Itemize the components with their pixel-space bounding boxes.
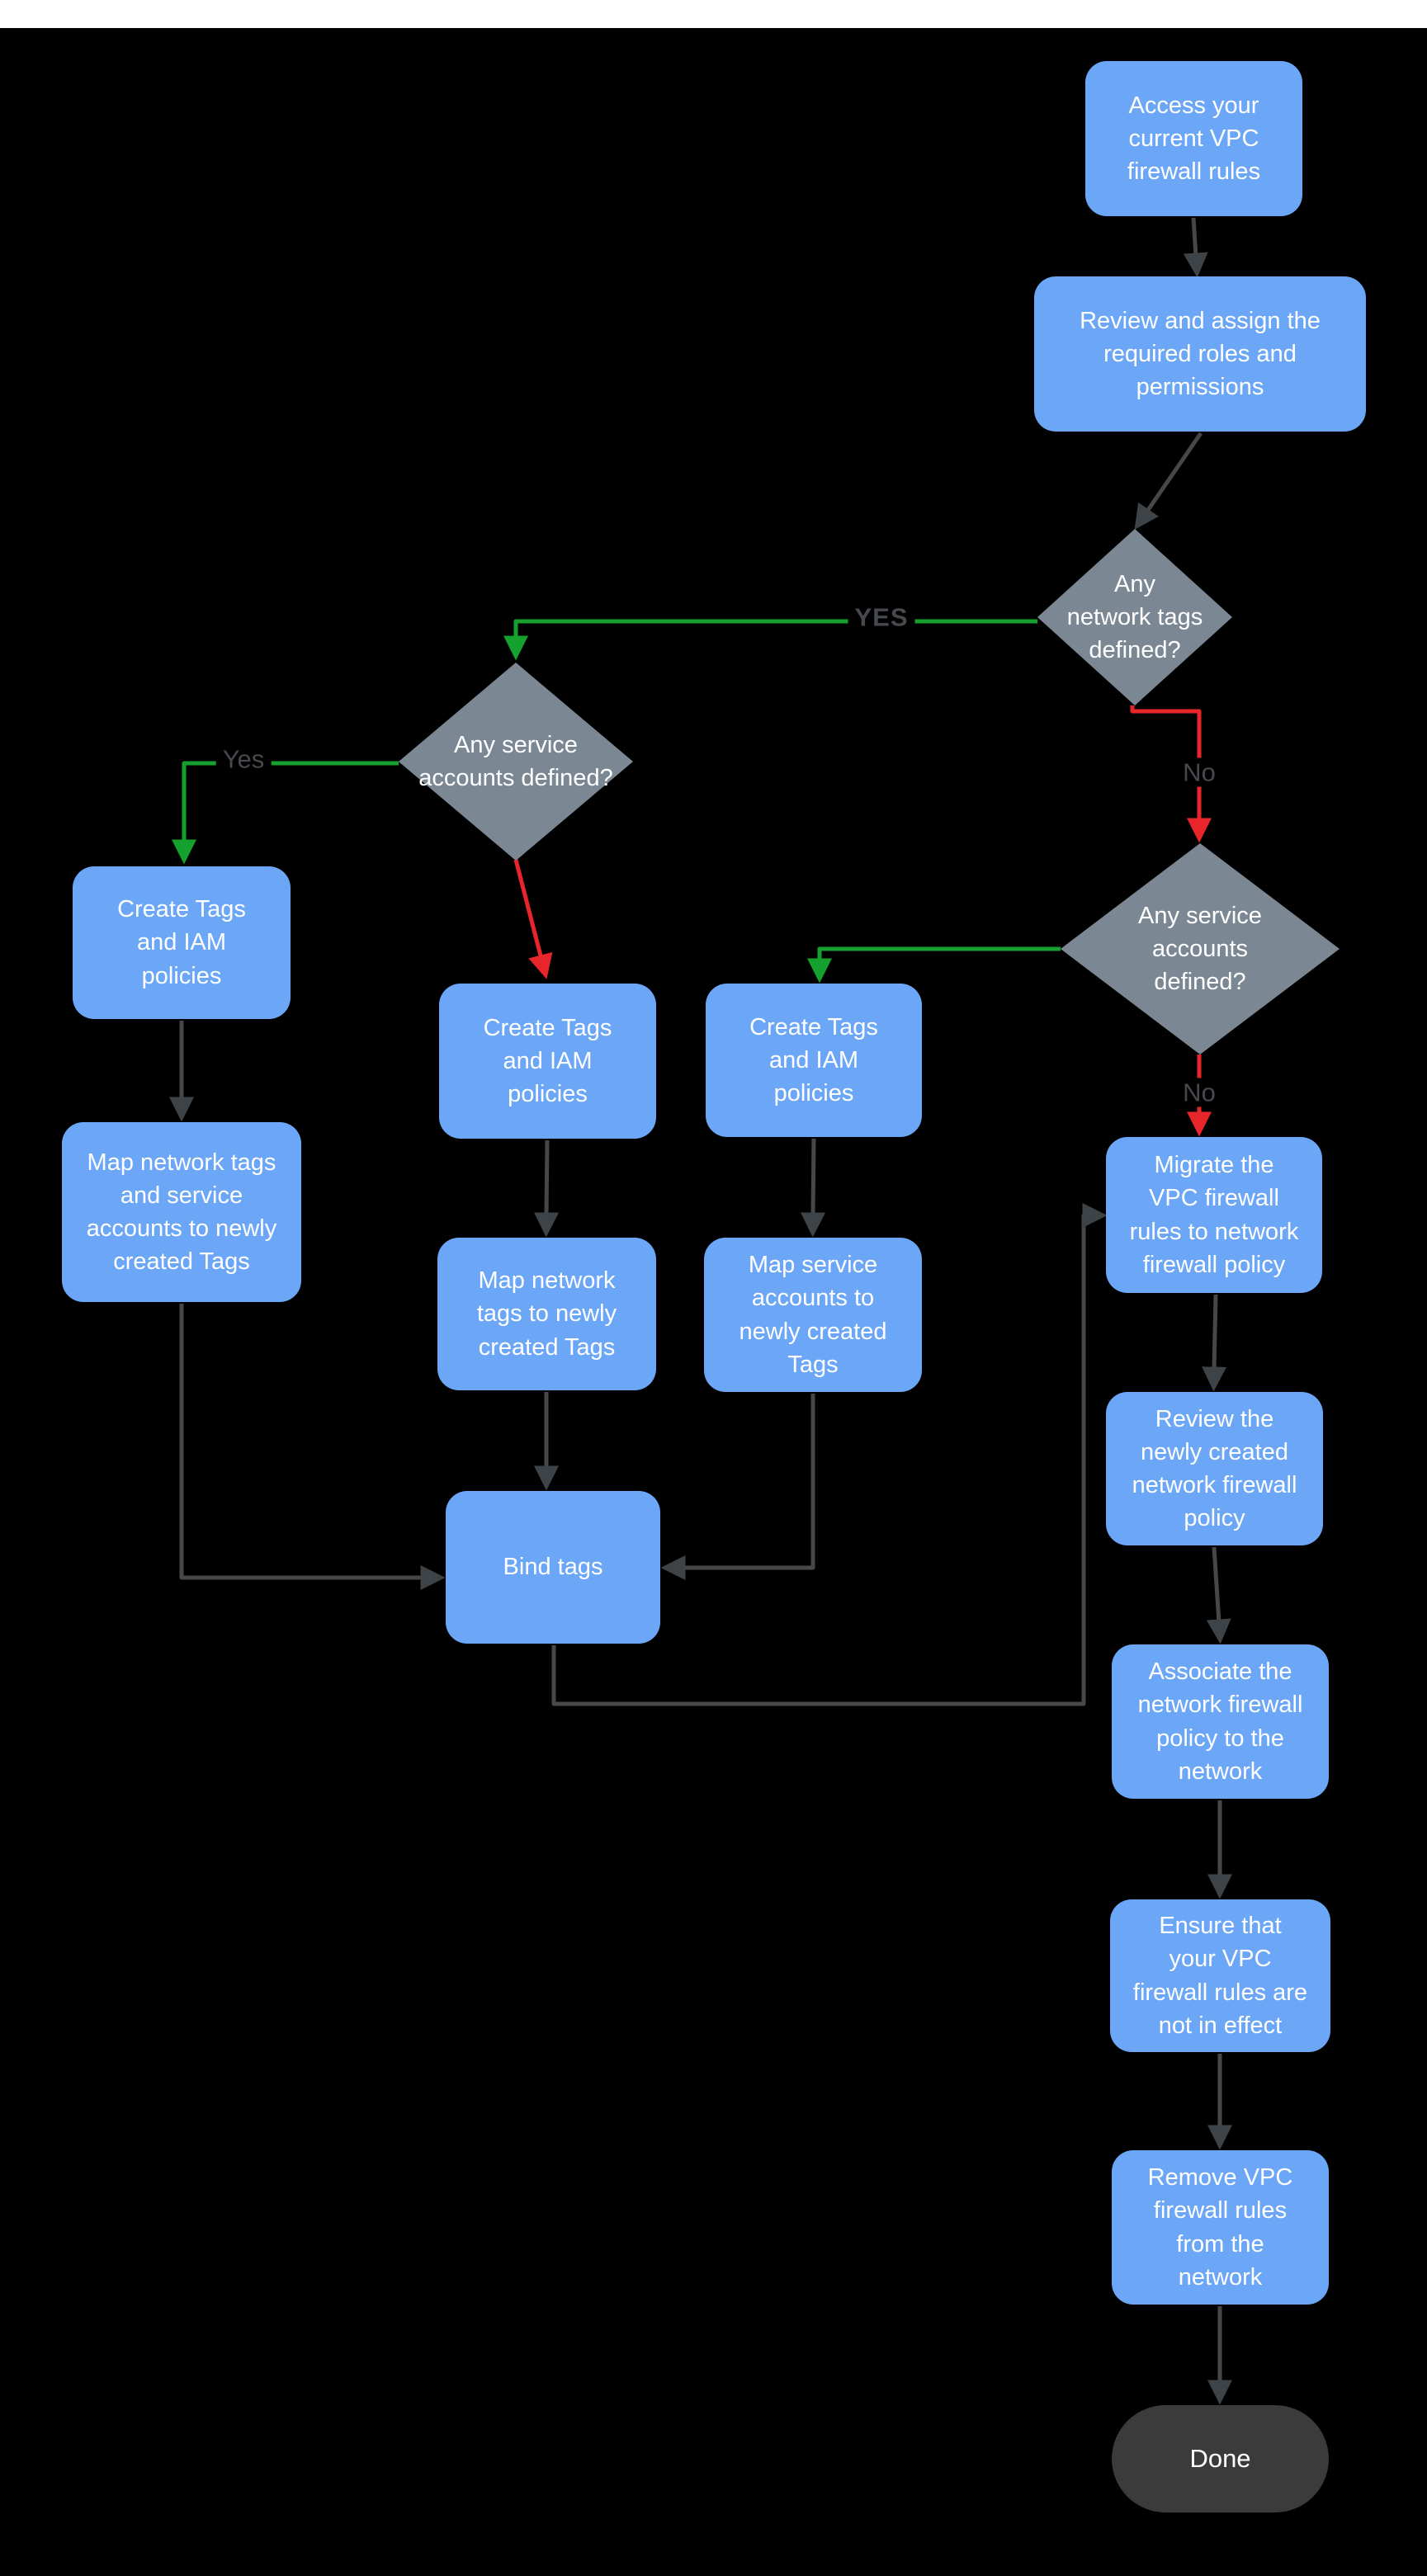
node-remove-vpc-rules: Remove VPC firewall rules from the netwo… bbox=[1112, 2150, 1329, 2305]
node-label: Map network tags and service accounts to… bbox=[86, 1149, 277, 1276]
decision-any-network-tags: Any network tags defined? bbox=[1037, 529, 1232, 705]
edge-review-qnetwork bbox=[1134, 432, 1203, 531]
node-label: Create Tags and IAM policies bbox=[483, 1014, 612, 1107]
edge-label-yes-service-accounts: Yes bbox=[215, 744, 272, 774]
node-access-vpc-firewall-rules: Access your current VPC firewall rules bbox=[1085, 61, 1302, 216]
node-label: Remove VPC firewall rules from the netwo… bbox=[1147, 2164, 1293, 2291]
node-create-tags-iam-mid: Create Tags and IAM policies bbox=[439, 984, 656, 1139]
decision-any-service-accounts-right: Any service accounts defined? bbox=[1061, 843, 1340, 1054]
node-map-service-accounts: Map service accounts to newly created Ta… bbox=[704, 1238, 922, 1392]
node-label: Map service accounts to newly created Ta… bbox=[739, 1252, 887, 1378]
edge-qserviceleft-yes-createleft bbox=[172, 761, 399, 865]
node-associate-policy-network: Associate the network firewall policy to… bbox=[1112, 1644, 1329, 1799]
node-label: Bind tags bbox=[503, 1554, 603, 1581]
node-review-assign-roles: Review and assign the required roles and… bbox=[1034, 276, 1366, 432]
edge-migrate-reviewpolicy bbox=[1202, 1294, 1227, 1392]
node-label: Access your current VPC firewall rules bbox=[1127, 92, 1261, 185]
node-label: Ensure that your VPC firewall rules are … bbox=[1132, 1913, 1308, 2039]
edge-label-no-network-tags: No bbox=[1176, 757, 1222, 787]
node-label: Associate the network firewall policy to… bbox=[1137, 1658, 1303, 1785]
node-label: Create Tags and IAM policies bbox=[117, 896, 246, 989]
edge-qnetwork-yes-qserviceleft bbox=[503, 619, 1037, 661]
edge-label-no-service-accounts: No bbox=[1176, 1078, 1222, 1107]
node-label: Map network tags to newly created Tags bbox=[476, 1267, 617, 1361]
node-create-tags-iam-left: Create Tags and IAM policies bbox=[73, 866, 291, 1019]
node-label: Migrate the VPC firewall rules to networ… bbox=[1129, 1152, 1299, 1278]
edge-mapright-bind bbox=[660, 1394, 815, 1580]
node-done-terminator: Done bbox=[1112, 2405, 1329, 2512]
node-create-tags-iam-right: Create Tags and IAM policies bbox=[706, 984, 922, 1137]
node-label: Create Tags and IAM policies bbox=[749, 1013, 878, 1106]
node-migrate-vpc-rules: Migrate the VPC firewall rules to networ… bbox=[1106, 1137, 1322, 1293]
node-label: Done bbox=[1189, 2443, 1251, 2473]
edge-qserviceright-yes-createright bbox=[807, 946, 1061, 984]
edge-qserviceleft-no-createmid bbox=[513, 859, 553, 979]
edge-mapleft-bind bbox=[179, 1304, 446, 1590]
node-label: Review and assign the required roles and… bbox=[1080, 307, 1321, 400]
edge-createright-mapright bbox=[801, 1138, 826, 1238]
top-white-bar bbox=[0, 0, 1427, 28]
node-review-network-firewall-policy: Review the newly created network firewal… bbox=[1106, 1392, 1323, 1545]
edge-reviewpolicy-associate bbox=[1206, 1546, 1231, 1644]
node-label: Any service accounts defined? bbox=[418, 731, 613, 791]
decision-any-service-accounts-left: Any service accounts defined? bbox=[399, 663, 633, 861]
node-label: Any network tags defined? bbox=[1066, 570, 1203, 663]
edge-bind-migrate bbox=[551, 1203, 1108, 1706]
edge-createmid-mapmid bbox=[534, 1139, 560, 1238]
node-label: Review the newly created network firewal… bbox=[1132, 1405, 1297, 1532]
node-bind-tags: Bind tags bbox=[446, 1491, 660, 1644]
node-ensure-rules-not-in-effect: Ensure that your VPC firewall rules are … bbox=[1110, 1899, 1330, 2052]
node-map-network-tags-service-accounts: Map network tags and service accounts to… bbox=[62, 1122, 301, 1302]
node-map-network-tags: Map network tags to newly created Tags bbox=[437, 1238, 656, 1390]
edge-access-review bbox=[1183, 217, 1208, 278]
node-label: Any service accounts defined? bbox=[1138, 902, 1262, 995]
edge-label-yes-network-tags: YES bbox=[848, 602, 915, 632]
